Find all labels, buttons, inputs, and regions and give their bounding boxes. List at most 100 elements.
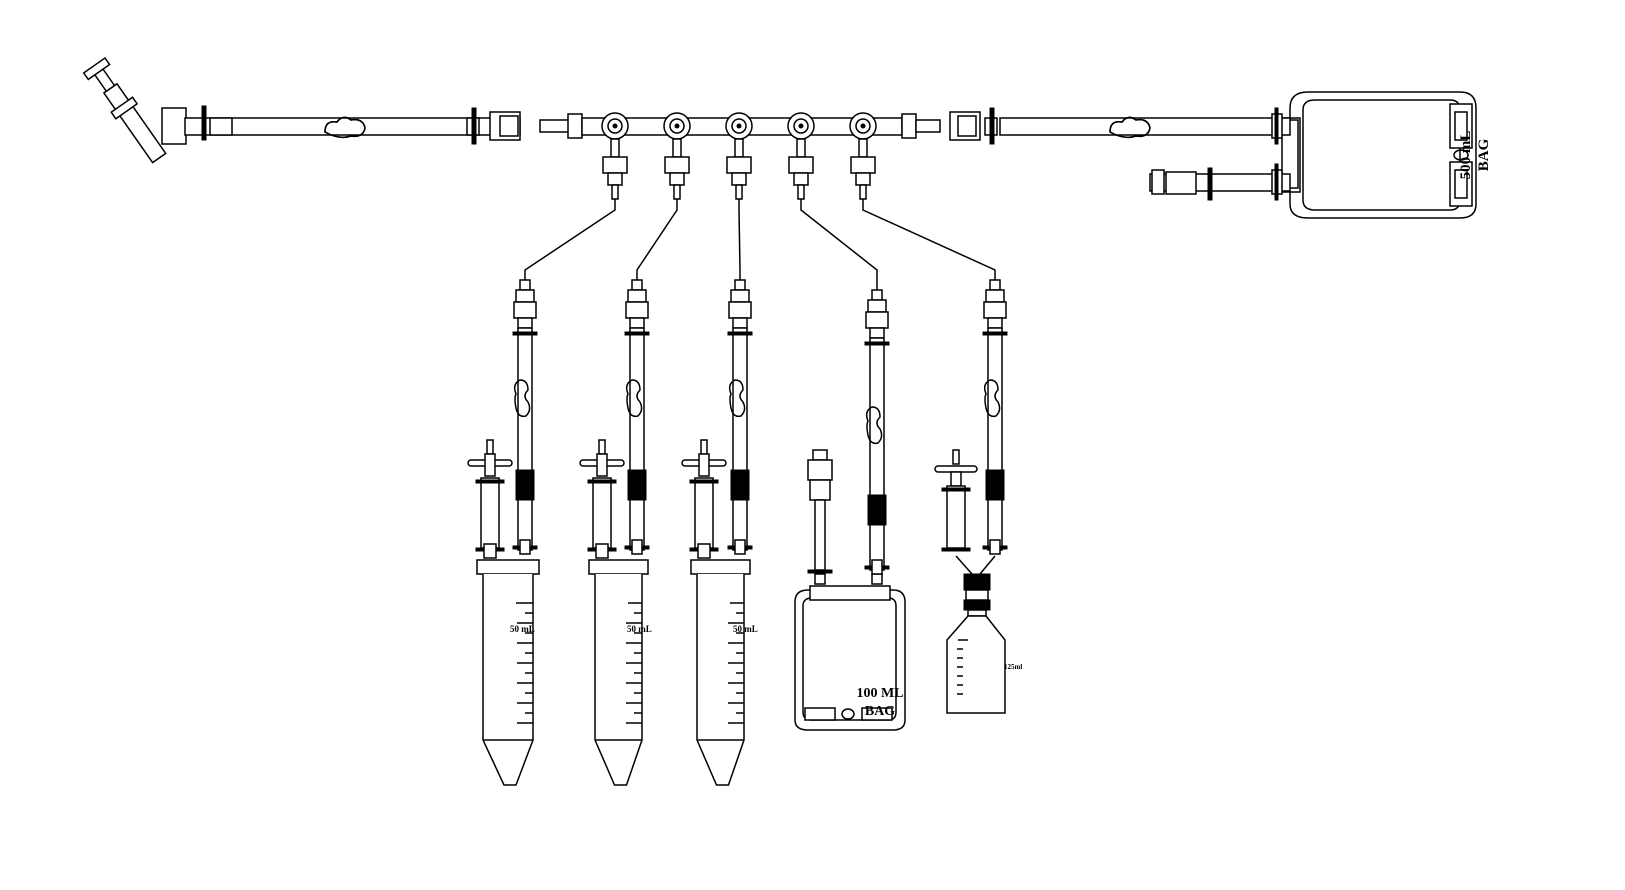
small-bag-luer bbox=[809, 479, 831, 501]
branch-tube bbox=[629, 327, 645, 551]
syringe-tip bbox=[595, 543, 609, 559]
spike-body bbox=[102, 82, 167, 164]
branch-line bbox=[524, 199, 616, 282]
syringe-clip-top bbox=[689, 479, 719, 484]
branch-line bbox=[862, 199, 996, 282]
conical-tube-3 bbox=[690, 559, 751, 786]
branch-clamp bbox=[728, 379, 746, 418]
bottle-line-left bbox=[955, 555, 973, 575]
stopcock-stem bbox=[734, 138, 744, 158]
branch-filter bbox=[867, 494, 887, 526]
stopcock-1 bbox=[601, 112, 629, 200]
main-bag bbox=[1281, 91, 1477, 219]
branch-tube bbox=[732, 327, 748, 551]
syringe-plunger bbox=[484, 453, 496, 477]
stopcock-barb bbox=[611, 184, 619, 200]
stopcock-fitting bbox=[855, 172, 871, 186]
bottle-neck bbox=[967, 609, 987, 617]
syringe-plunger-tip bbox=[598, 439, 606, 455]
branch-clamp bbox=[865, 406, 883, 445]
syringe-barrel bbox=[694, 477, 714, 549]
branch-connector bbox=[627, 289, 647, 303]
branch-tube bbox=[987, 327, 1003, 551]
syringe-plunger bbox=[698, 453, 710, 477]
manifold-end-right bbox=[901, 113, 917, 139]
syringe-barrel bbox=[592, 477, 612, 549]
bottle-cap-band bbox=[965, 589, 989, 601]
small-bag-tab-left bbox=[804, 707, 836, 721]
branch-filter bbox=[730, 469, 750, 501]
syringe-plunger bbox=[950, 471, 962, 487]
main-bag-tab-top-inner bbox=[1454, 111, 1468, 141]
syringe-barrel bbox=[946, 485, 966, 549]
bag-port-bottom-clip bbox=[1274, 163, 1279, 201]
bottle-cap-top bbox=[963, 573, 991, 591]
stopcock-dot bbox=[612, 123, 618, 129]
branch-tube-end bbox=[871, 559, 883, 575]
syringe-tip bbox=[697, 543, 711, 559]
branch-4 bbox=[800, 199, 890, 575]
stopcock-barb bbox=[673, 184, 681, 200]
small-bag-inlet-port bbox=[814, 573, 826, 585]
spike-hub bbox=[161, 107, 187, 145]
lower-clip bbox=[1207, 167, 1213, 201]
syringe-barrel bbox=[480, 477, 500, 549]
syringe-tip bbox=[483, 543, 497, 559]
conical-tube-cap bbox=[588, 559, 649, 575]
branch-1 bbox=[512, 199, 616, 555]
branch-tube-end bbox=[519, 539, 531, 555]
conical-tube-1 bbox=[476, 559, 540, 786]
manifold-outlet bbox=[915, 119, 941, 133]
syringe-clip-bottom bbox=[941, 547, 971, 552]
branch-clip-top bbox=[982, 331, 1008, 336]
spike-flange bbox=[110, 96, 139, 120]
stopcock-stem bbox=[858, 138, 868, 158]
manifold bbox=[539, 112, 941, 200]
stopcock-stem bbox=[796, 138, 806, 158]
stopcock-stem bbox=[610, 138, 620, 158]
branch-2 bbox=[624, 199, 678, 555]
branch-luer-base bbox=[517, 317, 533, 329]
stopcock-port bbox=[850, 156, 876, 174]
lower-luer bbox=[1165, 171, 1197, 195]
small-bag-label-1: 100 ML bbox=[856, 686, 903, 701]
small-bag-tab-right bbox=[861, 707, 893, 721]
small-bag-outline bbox=[794, 589, 906, 731]
branch-luer-base bbox=[732, 317, 748, 329]
branch-clip-top bbox=[727, 331, 753, 336]
syringe-plunger bbox=[596, 453, 608, 477]
small-bag-inlet-clip bbox=[807, 569, 833, 574]
stopcock-fitting bbox=[793, 172, 809, 186]
branch-connector-tip bbox=[871, 289, 883, 301]
branch-line bbox=[738, 199, 741, 282]
branch-line bbox=[800, 199, 878, 292]
small-bag-port-block bbox=[809, 585, 891, 601]
syringe-plunger-tip bbox=[486, 439, 494, 455]
syringe-clip-top bbox=[475, 479, 505, 484]
branch-connector bbox=[730, 289, 750, 303]
syringe-flange bbox=[934, 465, 978, 473]
bottle-syringe bbox=[934, 449, 978, 552]
luer-right-2 bbox=[957, 115, 977, 137]
syringe-clip-top bbox=[587, 479, 617, 484]
conical-tube-cap bbox=[690, 559, 751, 575]
manifold-inlet bbox=[539, 119, 571, 133]
lower-cap bbox=[1151, 169, 1165, 195]
stopcock-dot bbox=[736, 123, 742, 129]
clip-left bbox=[201, 105, 207, 141]
syringe-clip-top bbox=[941, 487, 971, 492]
tube-3-volume-label: 50 mL bbox=[733, 624, 758, 634]
small-bag-label-2: BAG bbox=[865, 704, 895, 719]
small-bag bbox=[794, 449, 906, 731]
branch-filter bbox=[985, 469, 1005, 501]
manifold-end-left bbox=[567, 113, 583, 139]
main-bag-tab-bottom-inner bbox=[1454, 169, 1468, 199]
small-bag-hanger bbox=[841, 708, 855, 720]
branch-connector-tip bbox=[631, 279, 643, 291]
branch-connector bbox=[985, 289, 1005, 303]
bottle-body bbox=[946, 615, 1006, 714]
stopcock-dot bbox=[674, 123, 680, 129]
main-bag-outline bbox=[1289, 91, 1477, 219]
branch-filter bbox=[627, 469, 647, 501]
